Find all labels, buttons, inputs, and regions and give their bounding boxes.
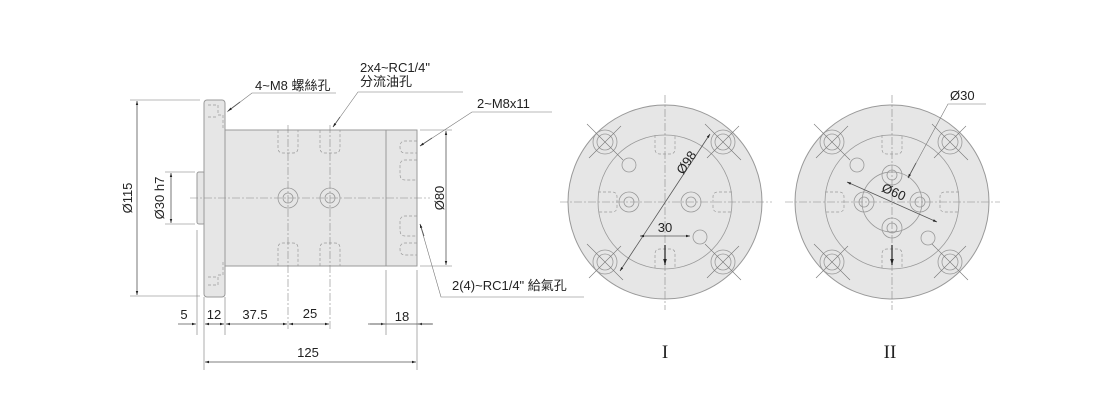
view-2-caption: II xyxy=(884,342,897,363)
bolt-hole xyxy=(592,129,618,155)
side-view: Ø115 Ø30 h7 Ø80 5 12 37.5 25 18 125 4~M8… xyxy=(120,60,584,370)
front-view-2: Ø60 Ø30 II xyxy=(785,88,1000,363)
dim-25: 25 xyxy=(303,306,317,321)
label-m8-threads: 4~M8 螺絲孔 xyxy=(255,78,331,93)
bolt-hole xyxy=(714,133,732,151)
bolt-hole xyxy=(941,253,959,271)
front-view-1: Ø98 30 I xyxy=(560,95,772,363)
label-air-ports: 2(4)~RC1/4" 給氣孔 xyxy=(452,278,567,293)
dim-d115: Ø115 xyxy=(120,183,135,214)
view-1-caption: I xyxy=(662,342,668,363)
dim-18: 18 xyxy=(395,309,409,324)
bolt-hole xyxy=(596,253,614,271)
dim-d30h7: Ø30 h7 xyxy=(152,177,167,220)
flange xyxy=(203,99,226,298)
bolt-hole xyxy=(823,133,841,151)
dim-37-5: 37.5 xyxy=(242,307,267,322)
port-circle xyxy=(277,187,299,209)
bolt-hole xyxy=(710,249,736,275)
port-circle xyxy=(319,187,341,209)
bolt-hole xyxy=(937,249,963,275)
bolt-hole xyxy=(819,249,845,275)
label-oil-ports-2: 分流油孔 xyxy=(360,74,412,89)
bolt-hole xyxy=(596,133,614,151)
label-oil-ports-1: 2x4~RC1/4" xyxy=(360,60,430,75)
dim-5: 5 xyxy=(180,307,187,322)
dim-125: 125 xyxy=(297,345,319,360)
dim-12: 12 xyxy=(207,307,221,322)
bolt-hole xyxy=(592,249,618,275)
bolt-hole xyxy=(937,129,963,155)
bolt-hole xyxy=(819,129,845,155)
dim-d80: Ø80 xyxy=(432,186,447,211)
bolt-hole xyxy=(714,253,732,271)
label-m8x11: 2~M8x11 xyxy=(477,96,530,111)
bolt-hole xyxy=(710,129,736,155)
dim-30: 30 xyxy=(658,220,672,235)
bolt-hole xyxy=(823,253,841,271)
dim-d30: Ø30 xyxy=(950,88,975,103)
bolt-hole xyxy=(941,133,959,151)
